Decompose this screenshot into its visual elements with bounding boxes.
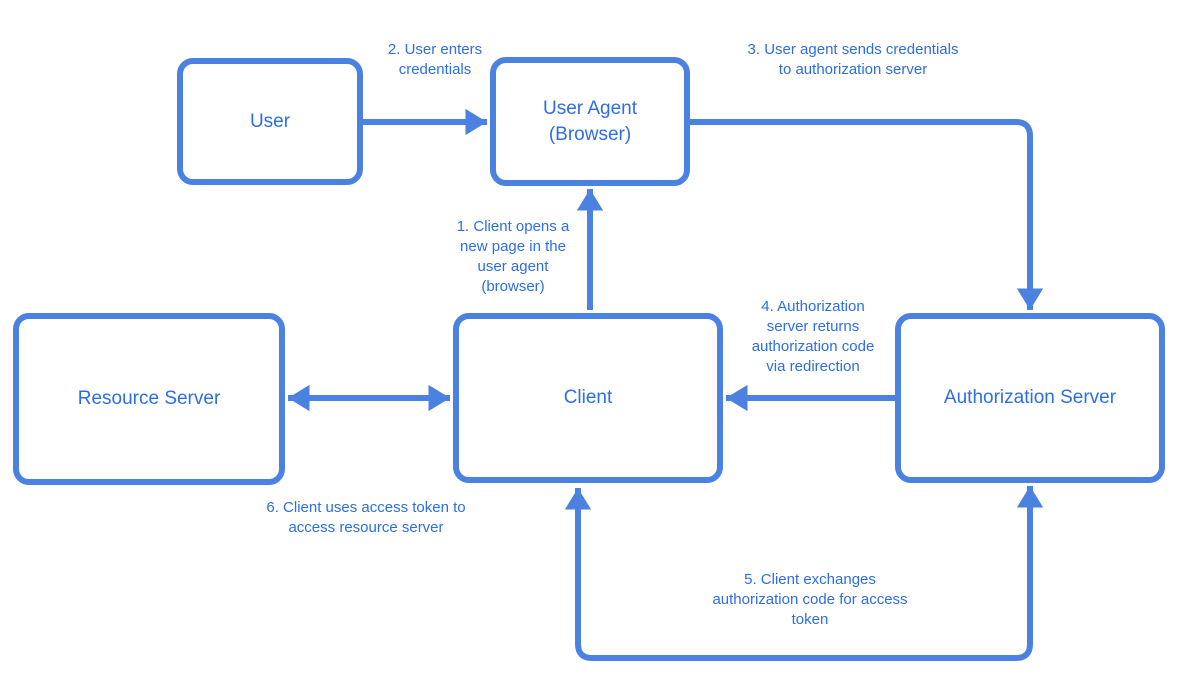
node-authorization-server: Authorization Server (895, 313, 1165, 483)
label-step-4: 4. Authorization server returns authoriz… (751, 298, 875, 375)
label-step-6: 6. Client uses access token to access re… (266, 499, 466, 536)
node-authorization-server-label: Authorization Server (943, 387, 1117, 408)
node-client: Client (453, 313, 723, 483)
node-user-agent-label: User Agent (Browser) (543, 97, 637, 145)
label-step-2: 2. User enters credentials (387, 41, 483, 78)
node-user: User (177, 58, 363, 185)
node-client-label: Client (563, 387, 613, 408)
label-step-5: 5. Client exchanges authorization code f… (712, 571, 908, 628)
arrow-step-3-user-agent-to-auth-server (690, 119, 1044, 311)
node-user-label: User (249, 110, 291, 132)
node-resource-server: Resource Server (13, 313, 285, 485)
node-resource-server-label: Resource Server (77, 388, 221, 409)
label-step-3: 3. User agent sends credentials to autho… (747, 41, 959, 78)
arrow-step-5-client-auth-server-exchange (564, 485, 1044, 661)
node-user-agent-browser: User Agent (Browser) (490, 57, 690, 186)
label-step-1: 1. Client opens a new page in the user a… (456, 218, 570, 295)
